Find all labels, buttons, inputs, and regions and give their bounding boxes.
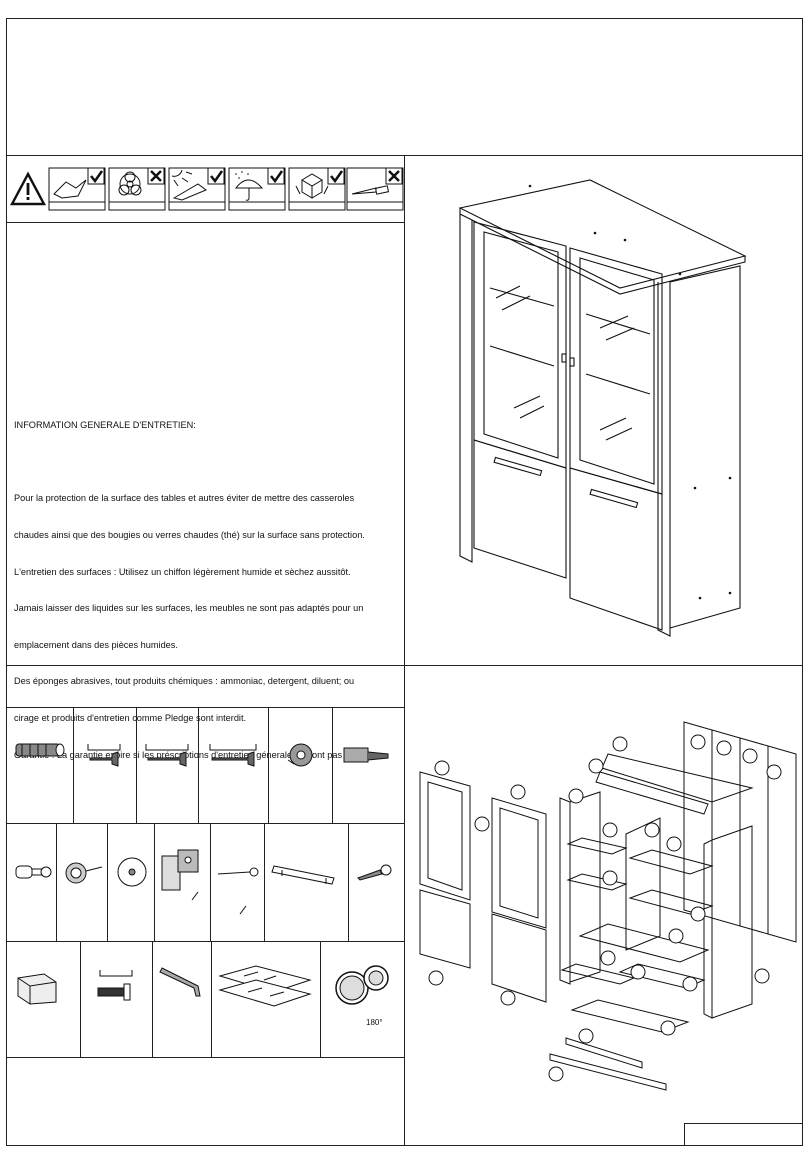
hinge-icon bbox=[161, 849, 199, 901]
knife-icon bbox=[346, 167, 404, 211]
hex-bolt-icon bbox=[97, 970, 133, 1001]
divider-center bbox=[404, 155, 405, 1146]
parts-col-divider bbox=[211, 941, 212, 1057]
care-line: chaudes ainsi que des bougies ou verres … bbox=[14, 530, 365, 541]
care-line: cirage et produits d'entretien comme Ple… bbox=[14, 713, 247, 724]
parts-col-divider bbox=[264, 823, 265, 941]
chemical-hazard-icon bbox=[108, 167, 166, 211]
label-box bbox=[684, 1123, 803, 1146]
parts-col-divider bbox=[320, 941, 321, 1057]
care-line: Jamais laisser des liquides sur les surf… bbox=[14, 603, 364, 614]
care-line: Garantie : La garantie expire si les pré… bbox=[14, 749, 343, 760]
wall-plug-icon bbox=[343, 747, 389, 763]
parts-col-divider bbox=[107, 823, 108, 941]
wooden-dowel-icon bbox=[15, 743, 65, 757]
umbrella-rain-icon bbox=[228, 167, 286, 211]
round-cover-icon bbox=[117, 857, 147, 887]
care-line: L'entretien des surfaces : Utilisez un c… bbox=[14, 566, 351, 577]
medium-screw-icon bbox=[145, 744, 189, 767]
cam-lock-icon bbox=[287, 743, 313, 767]
cabinet-illustration bbox=[458, 179, 747, 637]
knob-icon bbox=[17, 973, 57, 1005]
allen-key-icon bbox=[159, 967, 201, 997]
parts-col-divider bbox=[136, 707, 137, 823]
parts-col-divider bbox=[198, 707, 199, 823]
sun-icon bbox=[168, 167, 226, 211]
rotation-angle-label: 180° bbox=[366, 1018, 383, 1027]
short-screw-icon bbox=[87, 744, 121, 767]
long-screw-icon bbox=[209, 744, 257, 767]
divider-parts-top bbox=[6, 707, 404, 708]
divider-symbols bbox=[6, 222, 404, 223]
divider-parts-row1 bbox=[6, 823, 404, 824]
parts-col-divider bbox=[73, 707, 74, 823]
parts-col-divider bbox=[210, 823, 211, 941]
nail-icon bbox=[217, 867, 259, 915]
warning-triangle-icon bbox=[10, 171, 46, 206]
care-line: emplacement dans des pièces humides. bbox=[14, 639, 178, 650]
handle-bar-icon bbox=[271, 865, 335, 885]
box-handling-icon bbox=[288, 167, 346, 211]
rotating-base-icon bbox=[335, 965, 389, 1005]
glass-shelf-icon bbox=[218, 965, 312, 1007]
nail-knob-icon bbox=[65, 862, 103, 884]
parts-col-divider bbox=[348, 823, 349, 941]
exploded-assembly-diagram bbox=[419, 721, 797, 1091]
parts-col-divider bbox=[152, 941, 153, 1057]
care-line: Des éponges abrasives, tout produits ché… bbox=[14, 676, 355, 687]
care-information: INFORMATION GENERALE D'ENTRETIEN: Pour l… bbox=[14, 395, 394, 798]
parts-col-divider bbox=[268, 707, 269, 823]
divider-parts-bottom bbox=[6, 1057, 404, 1058]
cloth-icon bbox=[48, 167, 106, 211]
parts-col-divider bbox=[80, 941, 81, 1057]
care-title: INFORMATION GENERALE D'ENTRETIEN: bbox=[14, 420, 196, 431]
cam-bolt-icon bbox=[15, 865, 52, 879]
wood-screw-icon bbox=[357, 864, 392, 881]
care-body: Pour la protection de la surface des tab… bbox=[14, 468, 394, 785]
divider-parts-row2 bbox=[6, 941, 404, 942]
care-line: Pour la protection de la surface des tab… bbox=[14, 493, 355, 504]
parts-col-divider bbox=[56, 823, 57, 941]
parts-col-divider bbox=[332, 707, 333, 823]
parts-col-divider bbox=[154, 823, 155, 941]
